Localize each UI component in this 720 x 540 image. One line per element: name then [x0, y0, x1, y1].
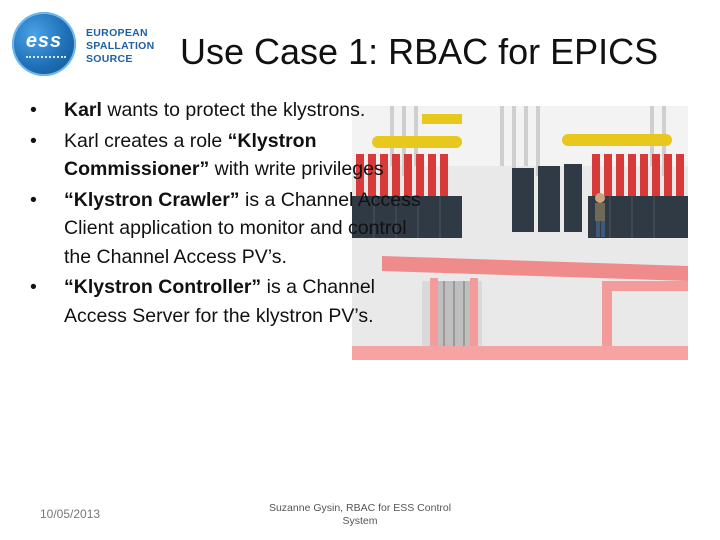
ess-logo: ess EUROPEAN SPALLATION SOURCE [8, 10, 168, 82]
slide-title: Use Case 1: RBAC for EPICS [180, 31, 659, 72]
logo-line-2: SPALLATION [86, 40, 155, 52]
bullet-pre: Karl creates a role [64, 129, 228, 152]
bullet-symbol: • [30, 188, 37, 211]
bullet-bold: “Klystron Crawler” [64, 188, 240, 211]
bullet-item-1: • Karl wants to protect the klystrons. [30, 96, 430, 125]
logo-mark-text: ess [25, 30, 63, 52]
logo-wordmark: EUROPEAN SPALLATION SOURCE [86, 27, 155, 66]
bullet-item-2: • Karl creates a role “Klystron Commissio… [30, 127, 430, 184]
bullet-post: is a Channel Access Client application t… [64, 188, 421, 268]
bullet-symbol: • [30, 276, 37, 298]
ess-logo-icon: ess [12, 12, 76, 76]
bullet-item-3: • “Klystron Crawler” is a Channel Access … [30, 186, 430, 272]
bullet-bold: “Klystron Commissioner” [64, 129, 317, 181]
bullet-item-4: • “Klystron Controller” is a Channel Acce… [30, 273, 430, 330]
bullet-bold: Karl [64, 99, 102, 121]
bullet-symbol: • [30, 129, 37, 152]
bullet-post: with write privileges [209, 158, 384, 180]
klystron-gallery-illustration [352, 106, 688, 360]
bullet-list: • Karl wants to protect the klystrons. • K… [30, 96, 430, 332]
footer-author: Suzanne Gysin, RBAC for ESS Control Syst… [268, 502, 452, 527]
bullet-post: is a Channel Access Server for the klyst… [64, 276, 376, 327]
bullet-symbol: • [30, 99, 37, 121]
logo-line-1: EUROPEAN [86, 27, 148, 39]
logo-dots [26, 56, 66, 61]
bullet-bold: “Klystron Controller” [64, 276, 262, 298]
bullet-text: wants to protect the klystrons. [101, 99, 366, 121]
logo-line-3: SOURCE [86, 53, 133, 65]
footer-date: 10/05/2013 [40, 507, 101, 521]
